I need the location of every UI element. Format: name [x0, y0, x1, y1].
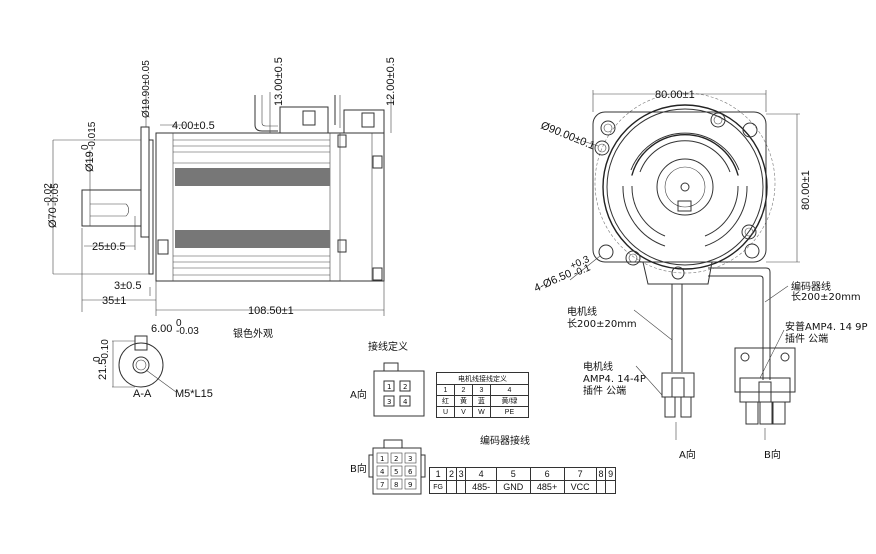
shaft-key: [90, 203, 130, 217]
enc-conn-line2: 插件 公端: [785, 332, 828, 345]
svg-text:5: 5: [394, 468, 398, 476]
svg-text:6: 6: [408, 468, 413, 476]
svg-text:4: 4: [403, 398, 408, 406]
encoder-table-title: 编码器接线: [480, 434, 530, 447]
direction-b-label: B向: [764, 448, 781, 461]
connector-b-bracket: [734, 347, 796, 393]
svg-text:7: 7: [380, 481, 384, 489]
flange-square: [592, 111, 767, 263]
table-row: U V W PE: [436, 406, 530, 418]
motor-wiring-table: 电机线接线定义 1 2 3 4 红 黄 蓝 黄/绿 U V W PE: [436, 372, 530, 418]
svg-text:0: 0: [80, 144, 91, 150]
front-view: [569, 90, 800, 285]
encoder-cable-length: 长200±20mm: [791, 291, 861, 303]
svg-text:1: 1: [387, 383, 391, 391]
svg-text:-0.03: -0.03: [176, 326, 199, 337]
dim-flange-dia: Ø70 -0.02 -0.05: [43, 183, 61, 228]
svg-text:-0.02: -0.02: [43, 183, 54, 206]
b-pin-numbers: 1 2 3 4 5 6 7 8 9: [380, 455, 413, 489]
svg-text:-0.10: -0.10: [100, 339, 111, 362]
section-aa: [112, 335, 177, 393]
svg-text:0: 0: [92, 356, 103, 362]
motor-cable: [633, 284, 695, 440]
finish-note: 银色外观: [233, 327, 273, 340]
connector-a-side: [254, 95, 329, 134]
fins-bottom: [173, 230, 330, 276]
encoder-wiring-table: 1 2 3 4 5 6 7 8 9 FG 485- GND 485+ VCC: [428, 467, 616, 494]
thread-spec: M5*L15: [175, 388, 213, 400]
dim-key-len: 25±0.5: [92, 241, 126, 253]
motor-table-title: 电机线接线定义: [436, 372, 529, 385]
connector-b-side: [334, 95, 385, 134]
motor-conn-line2: AMP4. 14-4P: [583, 374, 646, 385]
motor-conn-line3: 插件 公端: [583, 384, 626, 397]
dim-shaft-len: 35±1: [102, 295, 126, 307]
table-row: 1 2 3 4: [436, 384, 530, 396]
motor-body: [155, 132, 385, 282]
svg-text:0: 0: [176, 318, 182, 329]
connector-a-face: [373, 362, 425, 417]
connector-a: [661, 372, 695, 398]
connector-b-face: [368, 439, 426, 495]
direction-a-label: A向: [679, 448, 696, 461]
flange-step: [148, 139, 154, 275]
table-row: 红 黄 蓝 黄/绿: [436, 395, 530, 407]
svg-text:4-Ø6.50: 4-Ø6.50: [532, 268, 573, 295]
dim-front-height: 80.00±1: [800, 170, 812, 210]
svg-text:8: 8: [394, 481, 398, 489]
a-pin-numbers: 1 2 3 4: [387, 383, 408, 406]
svg-text:2: 2: [403, 383, 407, 391]
shaft: [81, 189, 142, 227]
svg-text:3: 3: [408, 455, 412, 463]
b-direction-label: B向: [350, 462, 367, 475]
motor-conn-line1: 电机线: [583, 360, 613, 373]
section-label: A-A: [133, 388, 152, 400]
svg-text:9: 9: [408, 481, 412, 489]
side-dimensions: [52, 92, 392, 316]
dim-front-width: 80.00±1: [655, 89, 695, 101]
svg-text:2: 2: [394, 455, 398, 463]
dim-holes: 4-Ø6.50 +0.3 -0.1: [532, 254, 592, 295]
svg-text:1: 1: [380, 455, 384, 463]
svg-text:6.00: 6.00: [151, 323, 172, 335]
dim-key-dia: Ø19.90±0.05: [141, 60, 152, 118]
svg-text:3: 3: [387, 398, 391, 406]
dim-conn-b-height: 12.00±0.5: [385, 57, 397, 106]
svg-text:-0.05: -0.05: [50, 183, 61, 206]
motor-cable-length: 长200±20mm: [567, 318, 637, 330]
encoder-cable-label: 编码器线: [791, 280, 831, 293]
dim-key-depth: 21.5 0 -0.10: [92, 339, 111, 380]
dim-flange-thk: 4.00±0.5: [172, 120, 215, 132]
motor-cable-label: 电机线: [567, 305, 597, 318]
pcd-circle: [594, 92, 776, 274]
flange-plate: [140, 126, 150, 238]
svg-text:21.5: 21.5: [97, 359, 109, 380]
fins-top: [173, 139, 330, 186]
a-direction-label: A向: [350, 388, 367, 401]
dim-step: 3±0.5: [114, 280, 141, 292]
table-row: 1 2 3 4 5 6 7 8 9: [428, 467, 616, 481]
encoder-cable: [708, 267, 796, 440]
svg-text:Ø19: Ø19: [84, 151, 96, 172]
dim-body-len: 108.50±1: [248, 305, 294, 317]
dim-shaft-dia: Ø19 0 -0.015: [80, 121, 98, 172]
side-view: [52, 92, 392, 316]
dim-key-width: 6.00 0 -0.03: [151, 318, 199, 337]
svg-text:Ø70: Ø70: [47, 207, 59, 228]
dim-conn-a-height: 13.00±0.5: [273, 57, 285, 106]
table-row: FG 485- GND 485+ VCC: [428, 480, 616, 494]
wiring-title: 接线定义: [368, 340, 408, 353]
enc-conn-line1: 安普AMP4. 14 9P: [785, 320, 868, 333]
dim-pcd: Ø90.00±0.1: [539, 120, 597, 153]
svg-text:-0.015: -0.015: [87, 121, 98, 150]
svg-text:4: 4: [380, 468, 385, 476]
